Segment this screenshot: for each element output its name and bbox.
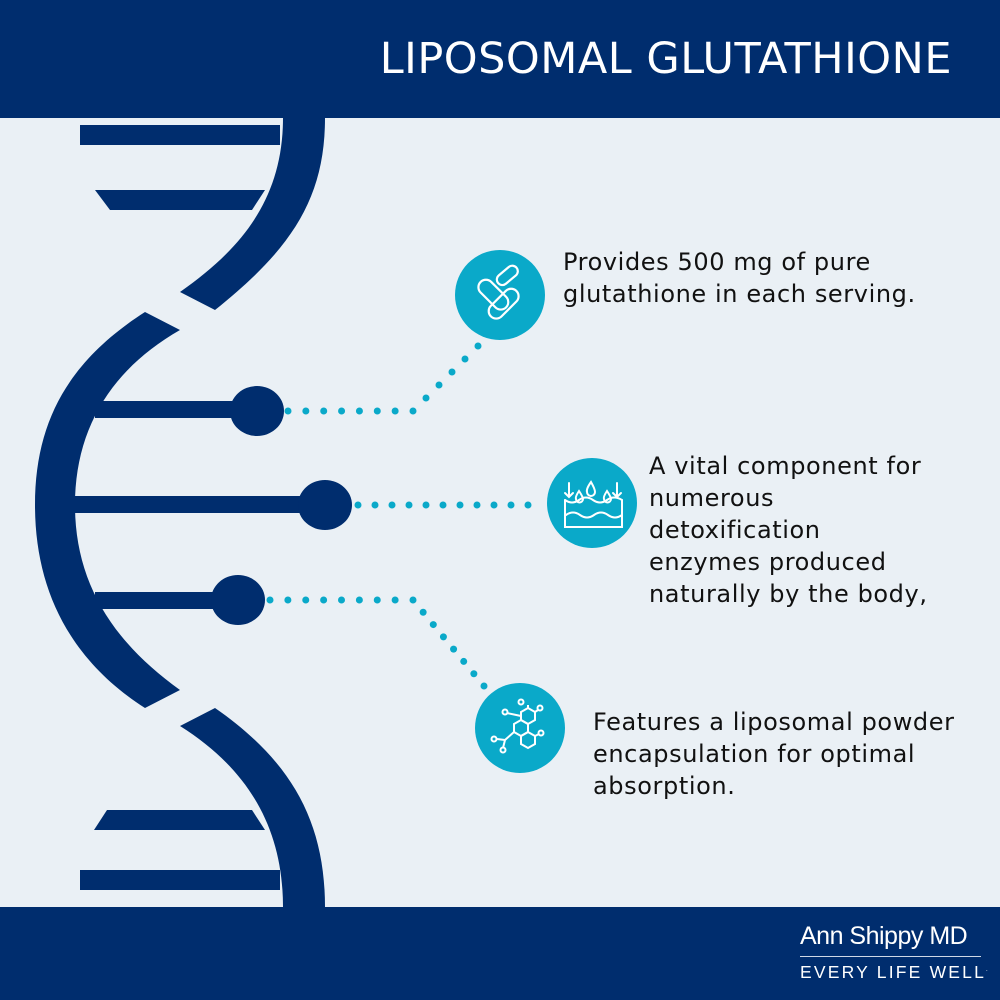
connector-dot: [391, 596, 399, 604]
connector-dot: [470, 670, 478, 678]
connector-dot: [480, 682, 488, 690]
connector-dot: [524, 501, 532, 509]
connector-dot: [391, 407, 399, 415]
connector-dot: [419, 608, 427, 616]
connector-dot: [422, 394, 430, 402]
connector-dot: [355, 596, 363, 604]
molecule-icon: [475, 683, 565, 773]
connector-dot: [266, 596, 274, 604]
connector-dot: [448, 368, 456, 376]
connector-dot: [474, 342, 482, 350]
dna-node: [298, 480, 352, 530]
connector-dot: [460, 657, 468, 665]
connector-dot: [456, 501, 464, 509]
connector-dot: [320, 407, 328, 415]
tagline-mark: .: [986, 967, 988, 974]
connector-dot: [338, 407, 346, 415]
connector-dot: [284, 596, 292, 604]
brand-divider: [800, 956, 981, 957]
brand-logo-name: Ann Shippy MD: [800, 922, 968, 950]
tagline-text: EVERY LIFE WELL: [800, 962, 987, 982]
connector-dot: [435, 381, 443, 389]
dna-node: [211, 575, 265, 625]
connector-dot: [405, 501, 413, 509]
connector-dot: [388, 501, 396, 509]
connector-dot: [320, 596, 328, 604]
connector-dot: [371, 501, 379, 509]
feature-text-3: Features a liposomal powder encapsulatio…: [593, 708, 955, 800]
dna-rung: [80, 125, 280, 145]
connector-dot: [461, 355, 469, 363]
connector-dot: [490, 501, 498, 509]
connector-dot: [302, 596, 310, 604]
connector-dot: [422, 501, 430, 509]
feature-text-2: A vital component for numerous detoxific…: [649, 452, 928, 608]
connector-dot: [439, 633, 447, 641]
dna-rung: [95, 592, 225, 609]
dna-strand-middle: [35, 312, 180, 708]
feature-text-1: Provides 500 mg of pure glutathione in e…: [563, 248, 916, 308]
connector-dot: [409, 596, 417, 604]
page-title: LIPOSOMAL GLUTATHIONE: [379, 34, 952, 84]
dna-node: [230, 386, 284, 436]
dna-rung: [80, 870, 280, 890]
connector-dot: [354, 501, 362, 509]
dna-rung: [75, 496, 315, 513]
connector-dot: [373, 596, 381, 604]
dna-rung: [94, 810, 265, 830]
connector-dot: [338, 596, 345, 604]
header-bar: LIPOSOMAL GLUTATHIONE: [0, 0, 1000, 118]
brand-tagline: EVERY LIFE WELL.: [800, 962, 988, 983]
connector-dot: [373, 407, 381, 415]
capsules-icon: [455, 250, 545, 340]
connector-dot: [507, 501, 515, 509]
dna-rung: [95, 401, 245, 418]
connector-dot: [302, 407, 310, 415]
connector-dot: [355, 407, 363, 415]
connector-dot: [439, 501, 447, 509]
footer-bar: [0, 907, 1000, 1000]
connector-dot: [473, 501, 481, 509]
connector-dot: [429, 621, 437, 629]
water-detox-icon: [547, 458, 637, 548]
dna-rung: [95, 190, 265, 210]
dna-strand-top: [180, 118, 325, 310]
connector-dot: [450, 645, 458, 653]
connector-dot: [409, 407, 417, 415]
connector-dot: [284, 407, 292, 415]
dna-strand-bottom: [180, 708, 325, 907]
